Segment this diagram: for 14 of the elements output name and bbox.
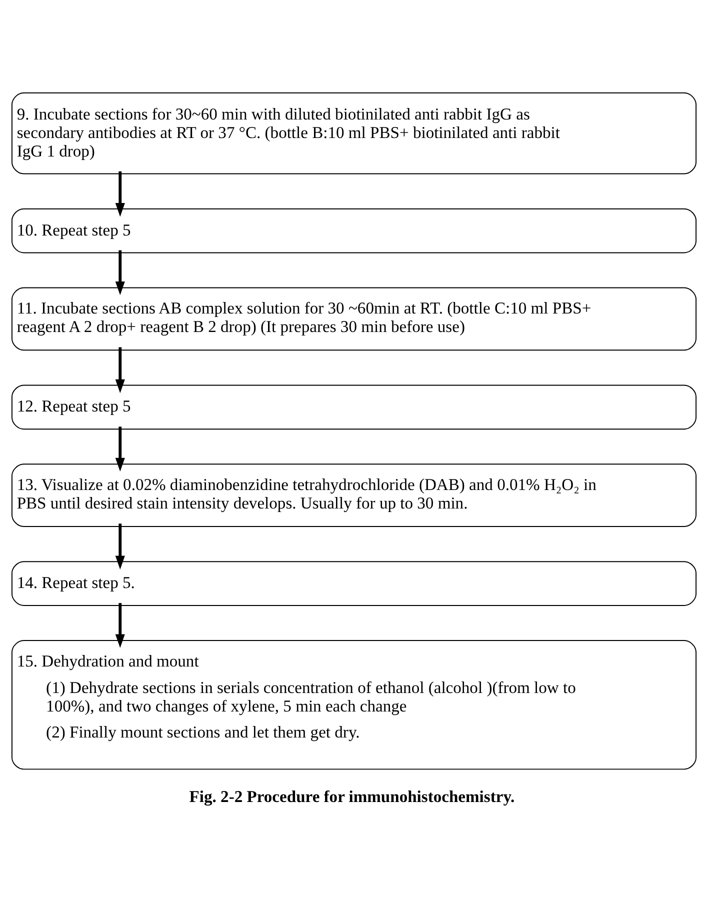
arrow bbox=[115, 426, 125, 472]
node-box: 14. Repeat step 5. bbox=[11, 561, 697, 606]
arrow bbox=[115, 171, 125, 217]
arrow bbox=[115, 347, 125, 394]
caption: Fig. 2-2 Procedure for immunohistochemistry. bbox=[189, 786, 515, 806]
node-box: 10. Repeat step 5 bbox=[11, 208, 697, 254]
node-box: 12. Repeat step 5 bbox=[11, 384, 697, 430]
arrow bbox=[115, 250, 125, 296]
node-box: 9. Incubate sections for 30~60 min with diluted biotinilated anti rabbit IgG as secondary antibodies at RT or 37 °C. (bottle B:10 ml PBS+ biotinilated anti rabbit IgG 1 drop) bbox=[11, 92, 697, 174]
node-box: 11. Incubate sections AB complex solution for 30 ~60min at RT. (bottle C:10 ml PBS+ reagent A 2 drop+ reagent B 2 drop) (It prepares 30 min before use) bbox=[11, 287, 697, 351]
node-box: 15. Dehydration and mount (1) Dehydrate sections in serials concentration of ethanol (alcohol )(from low to 100%), and two changes of xylene, 5 min each change (2) Finally mount sections and let them get dry. bbox=[11, 640, 697, 770]
arrow bbox=[115, 524, 125, 570]
node-box: 13. Visualize at 0.02% diaminobenzidine tetrahydrochloride (DAB) and 0.01% H₂O₂ in PBS until desired stain intensity develops. Usually for up to 30 min. bbox=[11, 464, 697, 528]
arrow bbox=[115, 603, 125, 648]
